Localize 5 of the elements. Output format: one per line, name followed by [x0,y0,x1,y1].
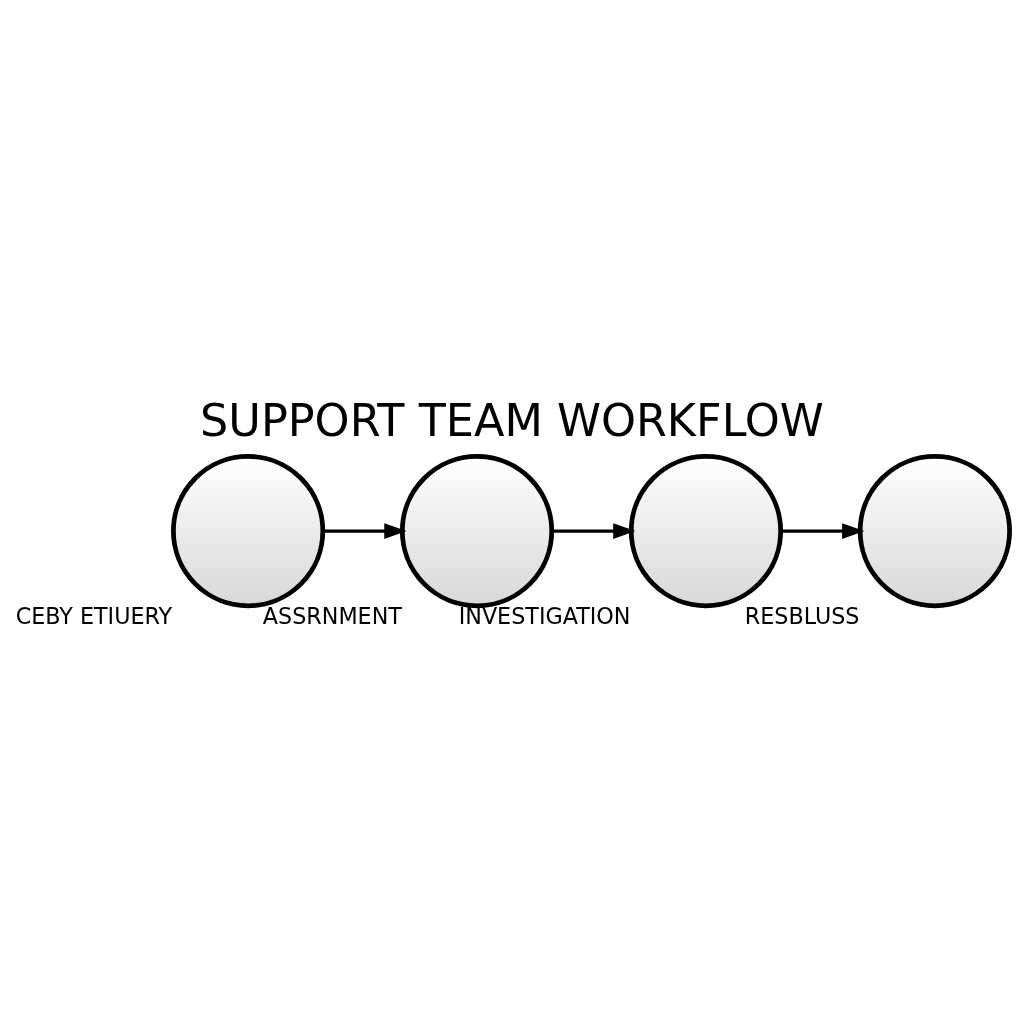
node-label: CEBY ETIUERY [15,602,173,629]
diagram-title: SUPPORT TEAM WORKFLOW [200,395,824,447]
node-label: INVESTIGATION [458,602,631,629]
node-label: RESBLUSS [744,602,860,629]
node-label: ASSRNMENT [262,602,402,629]
